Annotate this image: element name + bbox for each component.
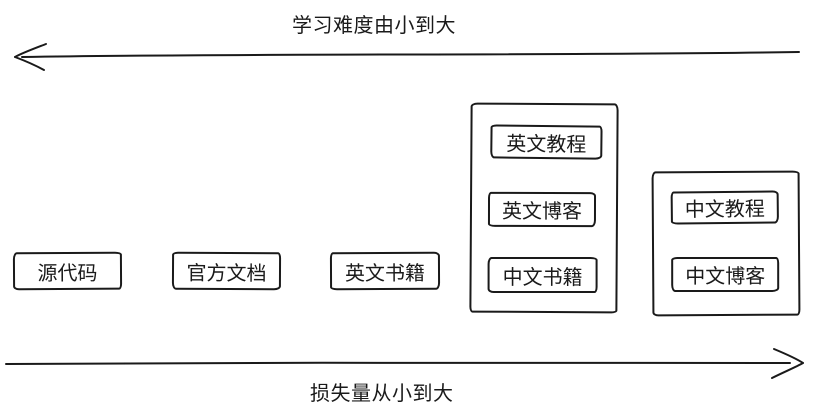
bottom-axis-label: 损失量从小到大 <box>310 383 454 405</box>
left-arrow-head-upper <box>14 43 47 58</box>
right-arrow-shaft <box>5 361 791 365</box>
box-source-code: 源代码 <box>12 251 123 291</box>
box-chinese-tutorials: 中文教程 <box>670 190 779 225</box>
group-box-middle: 英文教程 英文博客 中文书籍 <box>469 102 619 314</box>
left-arrow-shaft <box>21 51 800 58</box>
box-official-docs: 官方文档 <box>171 251 282 291</box>
left-arrow <box>14 43 800 71</box>
top-axis-label: 学习难度由小到大 <box>292 15 456 37</box>
box-english-blogs: 英文博客 <box>487 191 597 228</box>
right-arrow-head-upper <box>773 348 804 364</box>
box-chinese-books: 中文书籍 <box>487 256 598 293</box>
box-english-books: 英文书籍 <box>329 251 441 291</box>
left-arrow-head-lower <box>14 56 45 71</box>
right-arrow-head-lower <box>771 362 804 379</box>
box-chinese-blogs: 中文博客 <box>671 256 780 293</box>
group-box-right: 中文教程 中文博客 <box>651 170 801 317</box>
right-arrow <box>5 348 804 379</box>
box-english-tutorials: 英文教程 <box>490 124 603 160</box>
